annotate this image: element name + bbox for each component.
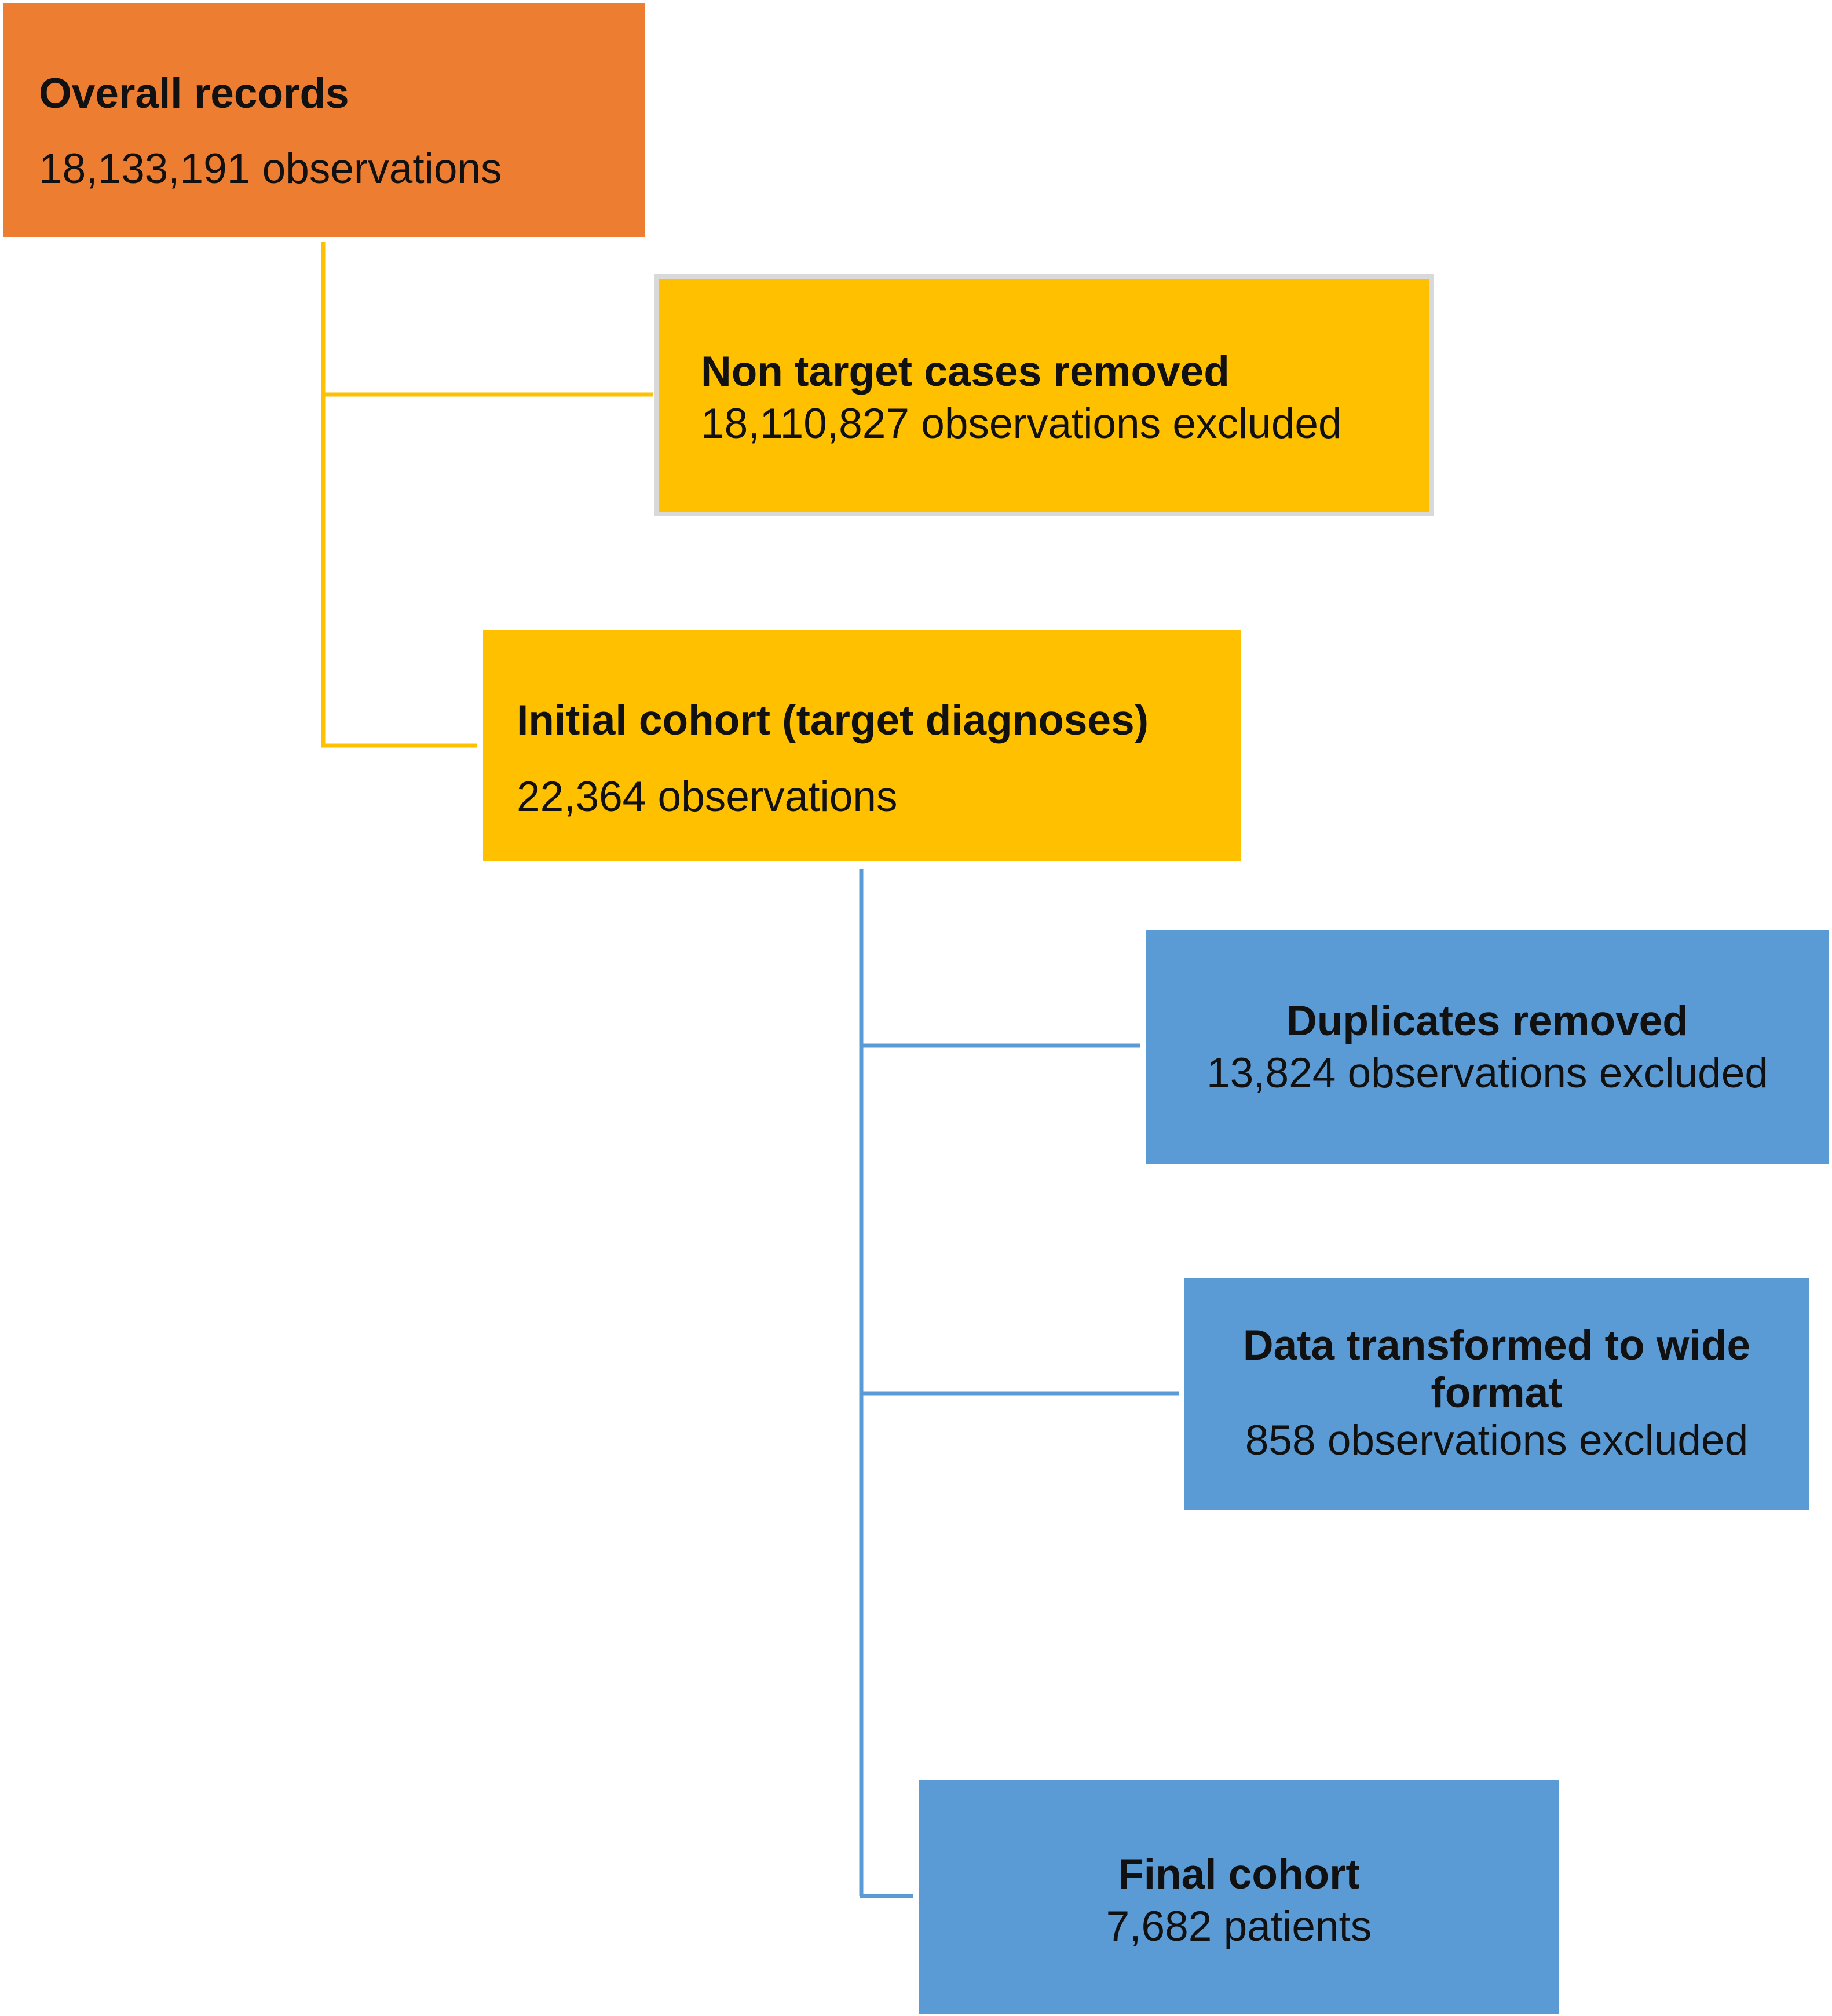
overall-records-title: Overall records [39,70,349,117]
non-target-removed-count: 18,110,827 observations excluded [701,400,1342,447]
data-transformed-title-line1: Data transformed to wide [1242,1322,1751,1369]
data-transformed-title-line2: format [1431,1369,1563,1416]
overall-records-count: 18,133,191 observations [39,145,502,192]
initial-cohort-count: 22,364 observations [517,773,898,820]
initial-cohort-box: Initial cohort (target diagnoses) 22,364… [483,630,1241,861]
non-target-removed-title: Non target cases removed [701,348,1230,395]
final-cohort-count: 7,682 patients [1106,1903,1372,1950]
non-target-removed-box: Non target cases removed 18,110,827 obse… [654,274,1434,516]
data-transformed-box: Data transformed to wide format 858 obse… [1184,1278,1809,1510]
final-cohort-box: Final cohort 7,682 patients [919,1780,1559,2014]
final-cohort-title: Final cohort [1118,1851,1360,1898]
duplicates-removed-count: 13,824 observations excluded [1206,1050,1768,1097]
duplicates-removed-title: Duplicates removed [1286,998,1688,1044]
duplicates-removed-box: Duplicates removed 13,824 observations e… [1146,930,1829,1164]
initial-cohort-title: Initial cohort (target diagnoses) [517,697,1149,744]
overall-records-box: Overall records 18,133,191 observations [3,3,645,237]
data-transformed-count: 858 observations excluded [1245,1417,1749,1464]
